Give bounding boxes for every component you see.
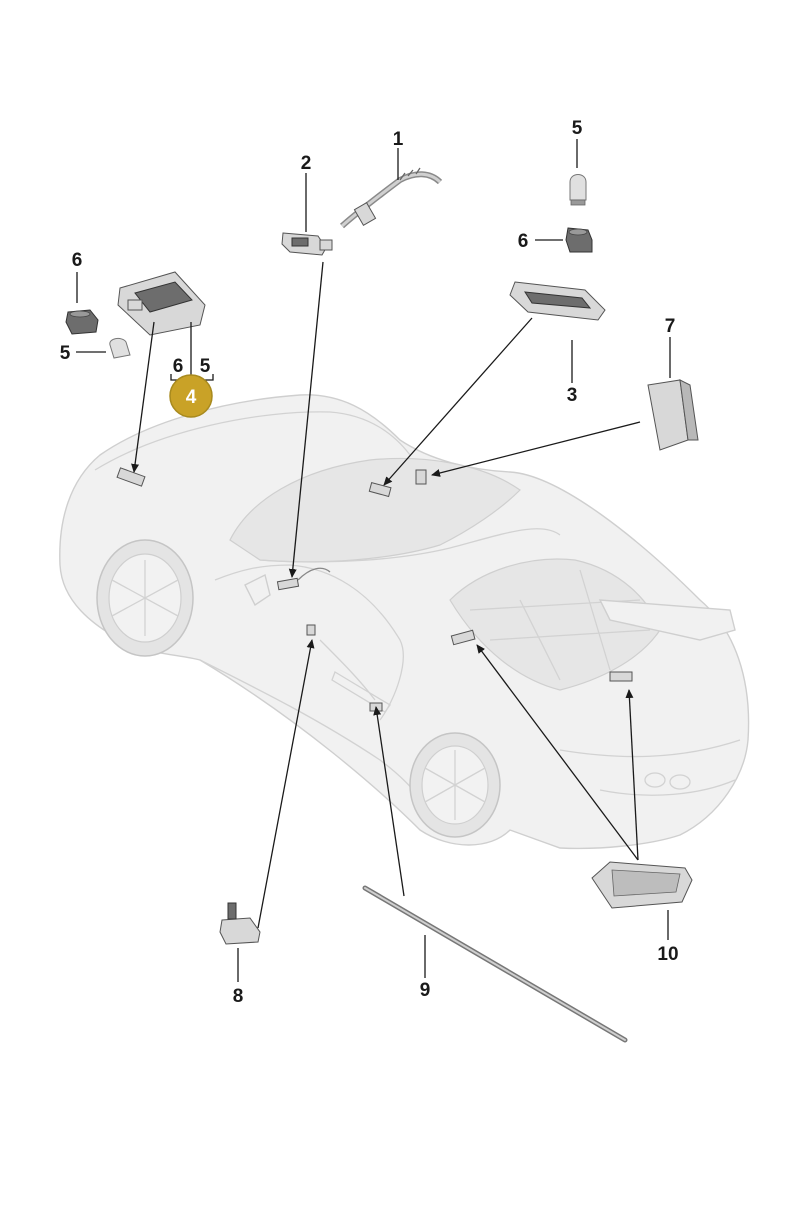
badge-4[interactable]: 4 bbox=[169, 374, 213, 418]
part-5-bulb-top bbox=[569, 174, 587, 206]
callout-1: 1 bbox=[393, 129, 404, 150]
callout-9: 9 bbox=[420, 980, 431, 1001]
callout-6-left: 6 bbox=[72, 250, 83, 271]
callout-5-left: 5 bbox=[60, 343, 71, 364]
callout-6-bracket: 6 bbox=[173, 356, 184, 377]
callout-3: 3 bbox=[567, 385, 578, 406]
part-3-lamp bbox=[509, 281, 606, 321]
part-2-switch bbox=[281, 232, 333, 256]
badge-4-label: 4 bbox=[186, 387, 197, 408]
part-1-cable bbox=[340, 167, 443, 229]
callout-7: 7 bbox=[665, 316, 676, 337]
part-7-module bbox=[647, 379, 699, 451]
part-8-sensor bbox=[219, 902, 261, 945]
callout-5-top: 5 bbox=[572, 118, 583, 139]
callouts: 1 2 5 6 3 7 6 5 6 5 8 9 10 bbox=[60, 118, 679, 1007]
callout-6-top: 6 bbox=[518, 231, 529, 252]
part-6-socket-left bbox=[65, 309, 99, 335]
leader-lines bbox=[76, 139, 671, 982]
car-illustration bbox=[59, 394, 750, 850]
part-4-housing bbox=[117, 271, 206, 336]
callout-8: 8 bbox=[233, 986, 244, 1007]
callout-10: 10 bbox=[657, 944, 678, 965]
callout-2: 2 bbox=[301, 153, 312, 174]
part-5-bulb-left bbox=[109, 337, 131, 359]
callout-5-bracket: 5 bbox=[200, 356, 211, 377]
rear-wheel bbox=[409, 732, 501, 838]
front-wheel bbox=[96, 539, 194, 657]
badge-4-circle[interactable] bbox=[169, 374, 213, 418]
part-10-rear-light bbox=[591, 861, 693, 909]
part-6-socket-top bbox=[565, 227, 593, 253]
part-9-strip bbox=[362, 885, 628, 1043]
